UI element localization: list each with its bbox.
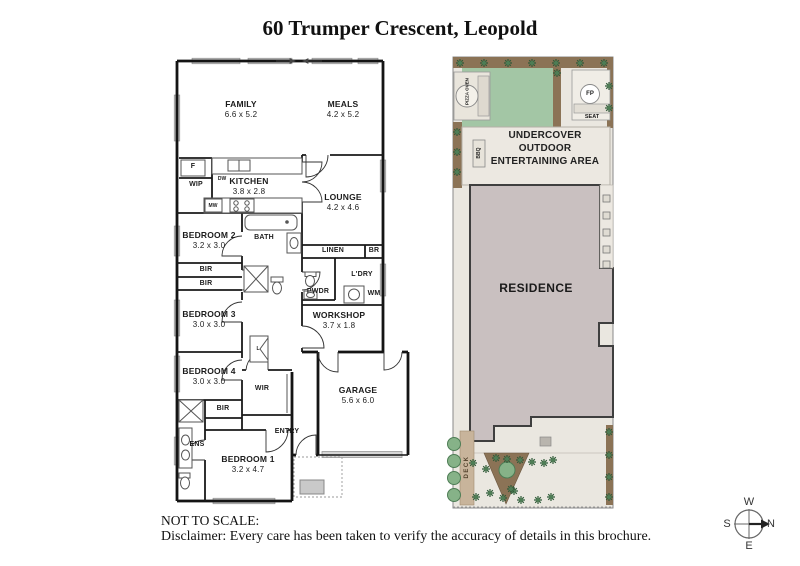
compass-east: E xyxy=(745,540,753,552)
linen-short-label: L xyxy=(256,346,260,352)
footer: NOT TO SCALE: Disclaimer: Every care has… xyxy=(161,513,651,545)
compass-north: N xyxy=(767,518,775,530)
compass-west: W xyxy=(743,496,755,508)
interior-walls xyxy=(177,154,383,501)
ensuite-label: ENS xyxy=(189,441,205,448)
pizza-oven-label: PIZZA OVEN xyxy=(464,78,470,105)
wir-label: WIR xyxy=(254,385,270,392)
washing-machine-label: WM xyxy=(367,290,381,297)
fireplace-label: FP xyxy=(586,91,594,97)
laundry-label: L'DRY xyxy=(351,271,373,278)
broom-label: BR xyxy=(368,247,380,254)
bir-label-3: BIR xyxy=(216,405,230,412)
seat-label: SEAT xyxy=(584,114,600,120)
entry-label: ENTRY xyxy=(274,428,300,435)
powder-label: PWDR xyxy=(306,288,330,295)
microwave-label: MW xyxy=(208,203,218,209)
linen-label: LINEN xyxy=(322,247,344,254)
dishwasher-label: DW xyxy=(217,176,227,182)
compass-south: S xyxy=(723,518,731,530)
fridge-label: F xyxy=(190,163,196,170)
bbq-label: BBQ xyxy=(476,147,482,159)
compass-graphic xyxy=(734,509,770,539)
undercover-area-label: UNDERCOVER OUTDOOR ENTERTAINING AREA xyxy=(490,130,600,167)
wip-label: WIP xyxy=(189,181,203,188)
bath-label: BATH xyxy=(254,234,274,241)
residence-label: RESIDENCE xyxy=(499,281,573,295)
fixtures xyxy=(178,157,365,495)
page-title: 60 Trumper Crescent, Leopold xyxy=(262,16,538,40)
floor-plan xyxy=(173,57,410,505)
deck-label: DECK xyxy=(464,455,470,479)
bir-label-2: BIR xyxy=(199,279,213,287)
bir-label-1: BIR xyxy=(199,266,213,273)
site-plan xyxy=(447,56,614,509)
not-to-scale-note: NOT TO SCALE: xyxy=(161,513,260,528)
disclaimer-text: Disclaimer: Every care has been taken to… xyxy=(161,529,652,544)
dimension-arrows xyxy=(276,58,322,64)
